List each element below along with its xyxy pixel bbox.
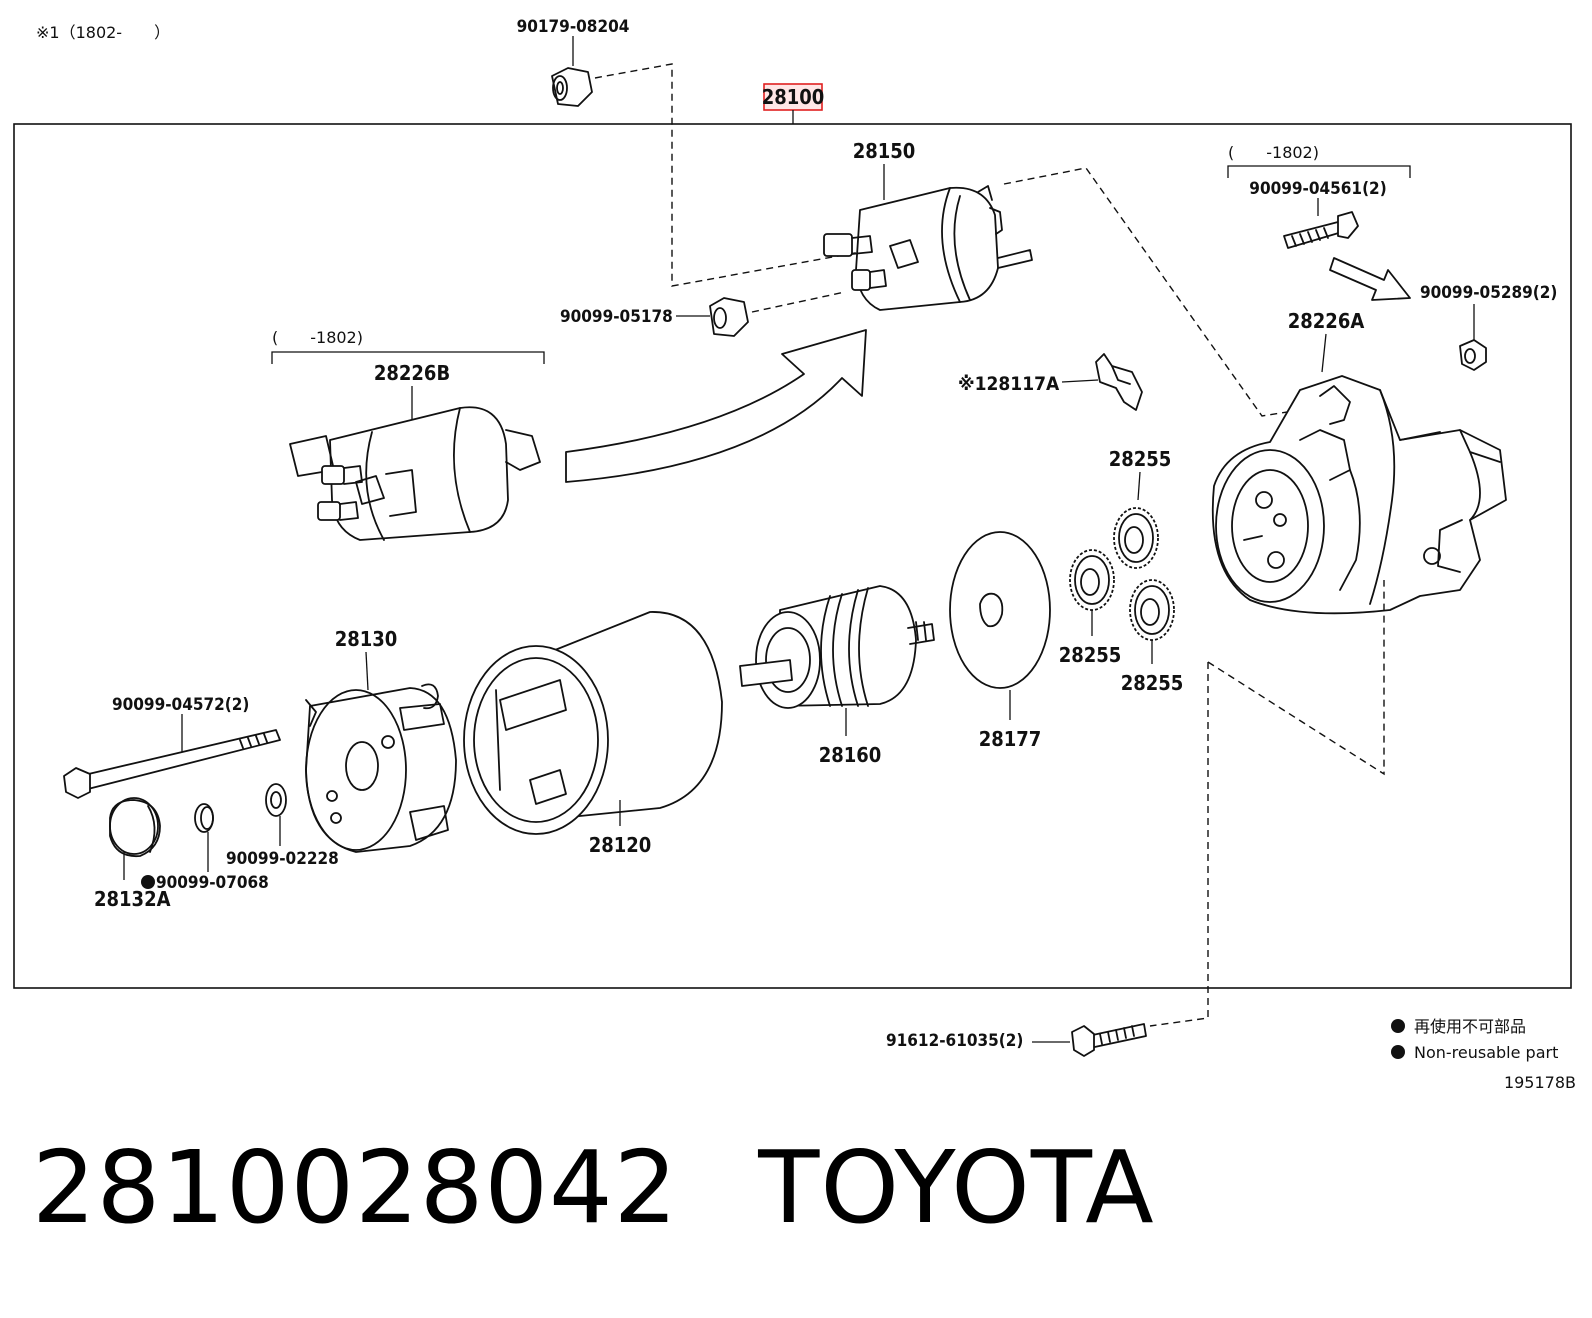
switch-old-part (289, 406, 541, 541)
arrow-upper-right (1329, 257, 1411, 301)
bracket-left (271, 351, 545, 364)
legend-dot-en (1391, 1045, 1405, 1059)
label-plate[interactable]: 28177 (979, 727, 1042, 751)
label-switch-old[interactable]: 28226B (374, 361, 450, 385)
lever-part (1095, 353, 1143, 411)
housing-part (1211, 375, 1507, 615)
label-armature[interactable]: 28160 (819, 743, 882, 767)
label-nut-right[interactable]: 90099-05289(2) (1420, 283, 1557, 303)
end-frame-part (305, 683, 457, 853)
bracket-upper-right (1227, 165, 1411, 178)
label-snap-ring[interactable]: 90099-07068 (156, 873, 269, 893)
yoke-part (463, 611, 723, 835)
dashline-nut-switch (751, 291, 846, 313)
label-housing[interactable]: 28226A (1288, 309, 1365, 333)
leader-gear-top (1137, 471, 1141, 501)
leader-lever (1061, 379, 1099, 383)
label-switch[interactable]: 28150 (853, 139, 916, 163)
label-mount-bolt[interactable]: 91612-61035(2) (886, 1031, 1023, 1051)
leader-end-frame (365, 651, 369, 691)
switch-part (823, 185, 1033, 311)
footer-brand: TOYOTA (758, 1129, 1155, 1246)
through-bolt-part (63, 729, 281, 799)
label-nut-top[interactable]: 90179-08204 (517, 17, 630, 37)
bolt-upper-right-part (1283, 211, 1359, 249)
label-gear-top[interactable]: 28255 (1109, 447, 1172, 471)
label-washer[interactable]: 90099-02228 (226, 849, 339, 869)
assembly-number[interactable]: 28100 (762, 85, 825, 109)
label-gear-left[interactable]: 28255 (1059, 643, 1122, 667)
washer-part (265, 783, 287, 817)
label-yoke[interactable]: 28120 (589, 833, 652, 857)
legend-en: Non-reusable part (1414, 1043, 1558, 1062)
armature-part (739, 585, 935, 709)
nut-right-part (1459, 339, 1487, 371)
legend-dot-jp (1391, 1019, 1405, 1033)
diagram-id: 195178B (1504, 1073, 1576, 1092)
label-bolt-upper-right[interactable]: 90099-04561(2) (1249, 179, 1386, 199)
leader-housing (1321, 333, 1327, 373)
mount-bolt-part (1071, 1023, 1147, 1057)
dashline-switch-housing (1003, 167, 1301, 417)
range-left: ( -1802) (272, 328, 363, 347)
label-nut-switch[interactable]: 90099-05178 (560, 307, 673, 327)
label-end-frame[interactable]: 28130 (335, 627, 398, 651)
label-cap[interactable]: 28132A (94, 887, 171, 911)
label-gear-right[interactable]: 28255 (1121, 671, 1184, 695)
gear-right-part (1129, 579, 1175, 641)
gear-left-part (1069, 549, 1115, 611)
label-lever[interactable]: ※128117A (958, 373, 1060, 395)
note-top: ※1（1802- ） (36, 23, 170, 42)
label-through-bolt[interactable]: 90099-04572(2) (112, 695, 249, 715)
cap-part (109, 797, 161, 858)
footer-part-number: 2810028042 (32, 1129, 679, 1246)
snap-ring-part (194, 803, 214, 833)
legend-jp: 再使用不可部品 (1414, 1017, 1526, 1036)
gear-top-part (1113, 507, 1159, 569)
range-upper-right: ( -1802) (1228, 143, 1319, 162)
non-reusable-dot-snap-ring (141, 875, 155, 889)
nut-switch-part (709, 297, 749, 337)
dashline-nut-top (594, 63, 861, 287)
dashline-mount-bolt (1149, 662, 1209, 1027)
plate-part (949, 531, 1051, 689)
replacement-arrow (565, 329, 867, 483)
nut-top-part (551, 67, 593, 107)
dashline-housing-gears (1207, 580, 1385, 776)
